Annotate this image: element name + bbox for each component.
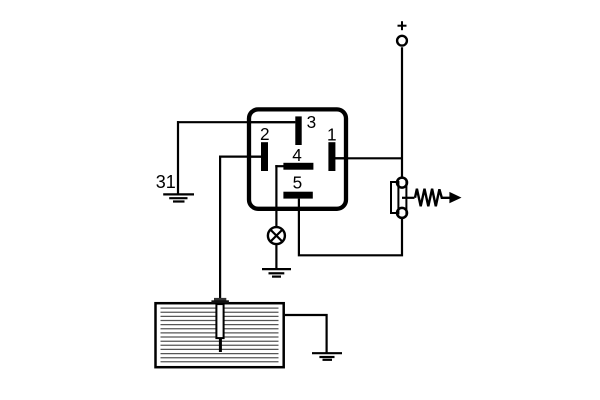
svg-text:31: 31 bbox=[156, 172, 176, 192]
svg-text:5: 5 bbox=[293, 173, 303, 193]
svg-text:1: 1 bbox=[327, 125, 337, 145]
svg-text:2: 2 bbox=[260, 124, 270, 144]
svg-text:3: 3 bbox=[307, 112, 317, 132]
svg-text:4: 4 bbox=[292, 145, 302, 165]
